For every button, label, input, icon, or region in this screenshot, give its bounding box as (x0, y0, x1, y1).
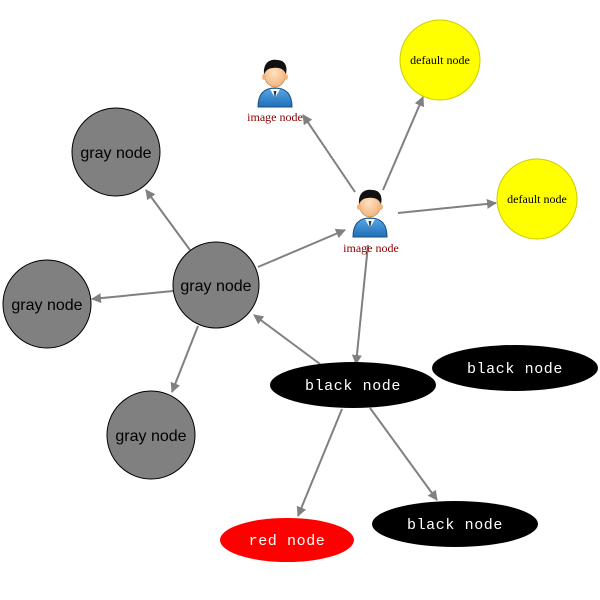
edge-gray-center-to-gray-left (91, 290, 174, 304)
node-label: image node (343, 241, 399, 255)
image-node-top[interactable]: image node (247, 59, 303, 124)
black-node-center[interactable]: black node (270, 362, 436, 408)
node-label: black node (407, 517, 503, 534)
node-label: default node (410, 53, 470, 67)
image-node-center[interactable]: image node (343, 189, 399, 255)
edge-black-center-to-red-bottom (296, 408, 343, 517)
node-label: gray node (115, 428, 186, 445)
user-icon (352, 189, 388, 238)
user-icon (257, 59, 293, 108)
red-node[interactable]: red node (220, 518, 354, 562)
node-label: gray node (80, 145, 151, 162)
node-label: default node (507, 192, 567, 206)
node-label: black node (305, 378, 401, 395)
node-label: gray node (180, 278, 251, 295)
edge-image-center-to-black-center (351, 244, 369, 365)
edge-black-center-to-gray-center (253, 314, 321, 365)
gray-node-bottom[interactable]: gray node (106, 390, 196, 480)
default-node-right[interactable]: default node (496, 158, 578, 240)
default-node-top[interactable]: default node (399, 19, 481, 101)
edge-black-center-to-black-bottom (369, 407, 438, 501)
node-label: gray node (11, 297, 82, 314)
gray-node-center[interactable]: gray node (172, 241, 260, 329)
edge-gray-center-to-gray-bottom (170, 325, 199, 393)
black-node-bottom[interactable]: black node (372, 501, 538, 547)
gray-node-top[interactable]: gray node (71, 107, 161, 197)
edge-image-center-to-default-top (382, 96, 425, 191)
black-node-right[interactable]: black node (432, 345, 598, 391)
node-label: image node (247, 110, 303, 124)
edges (91, 96, 497, 517)
gray-node-left[interactable]: gray node (2, 259, 92, 349)
node-label: red node (249, 533, 326, 550)
node-label: black node (467, 361, 563, 378)
edge-gray-center-to-gray-top (145, 189, 191, 251)
edge-image-center-to-image-top (302, 114, 356, 193)
edge-gray-center-to-image-center (257, 228, 346, 268)
edge-image-center-to-default-right (397, 198, 497, 214)
